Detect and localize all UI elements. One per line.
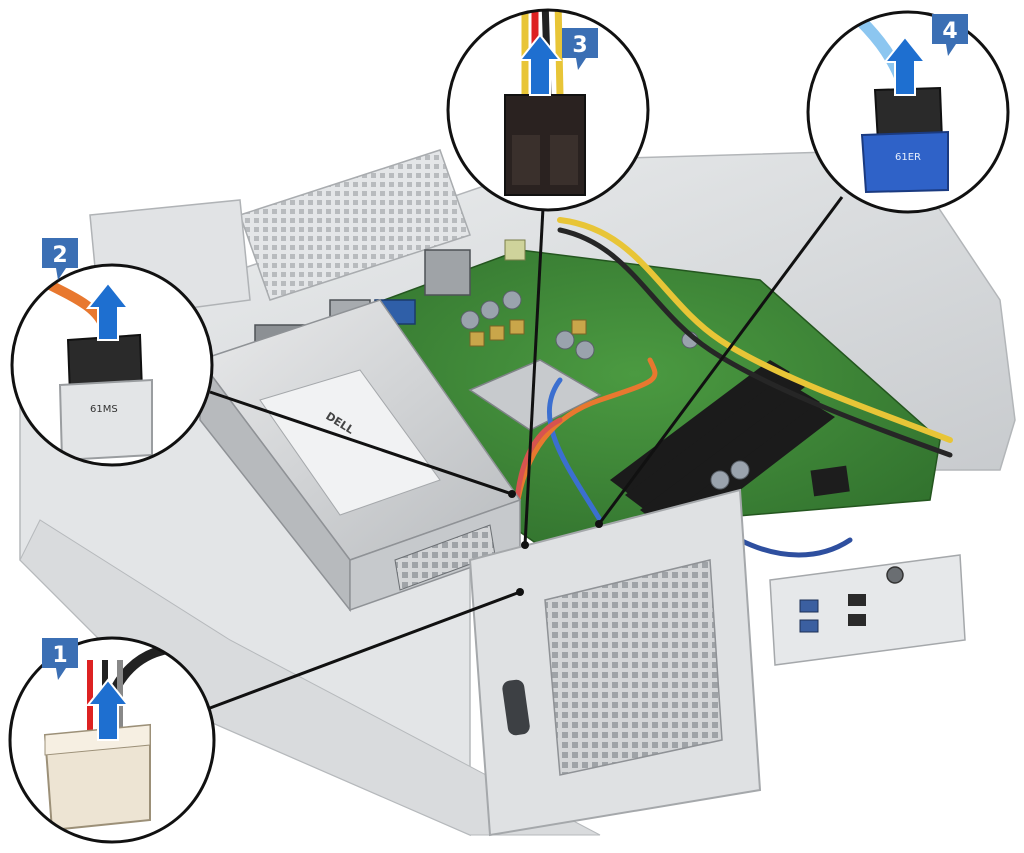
callout-1-ring <box>8 636 216 844</box>
psu-cable-black <box>557 227 953 458</box>
callout-1: 1 <box>8 636 216 844</box>
step-number-3: 3 <box>572 33 587 58</box>
capacitors-gold <box>469 319 587 347</box>
step-badge-2: 2 <box>42 238 78 280</box>
callout-2-ring <box>10 263 214 467</box>
arrow-up-icon <box>517 33 563 96</box>
arrow-up-icon <box>882 35 928 96</box>
callout-endpoints <box>508 490 603 596</box>
usb-ports <box>799 599 819 633</box>
callout-3-ring <box>446 8 650 212</box>
port-label-4: 61ER <box>895 152 921 163</box>
fan-grill <box>544 559 723 776</box>
chipset <box>810 465 850 497</box>
arrow-up-icon <box>85 281 131 341</box>
callout-2: 61MS 2 <box>10 238 214 467</box>
front-panel <box>468 488 762 837</box>
cables <box>512 217 953 563</box>
front-speaker-slot <box>502 679 530 736</box>
front-io-frame <box>769 554 966 666</box>
rear-mesh-bracket <box>239 149 471 301</box>
sata-port <box>58 378 153 462</box>
step-number-1: 1 <box>52 643 67 668</box>
leader-line-1 <box>209 590 521 710</box>
arrow-up-icon <box>85 678 131 741</box>
step-badge-1: 1 <box>42 638 78 680</box>
port-label-2: 61MS <box>90 404 118 415</box>
callout-3: 3 <box>446 8 650 212</box>
cpu-socket <box>468 359 602 431</box>
leader-line-2 <box>209 390 513 496</box>
usb-ports-black <box>848 594 866 626</box>
leader-line-4 <box>597 196 844 525</box>
callout-4-ring <box>806 10 1010 214</box>
sata-cable-blue <box>547 377 603 523</box>
step-badge-3: 3 <box>562 28 598 70</box>
psu-label <box>259 369 441 516</box>
fan-cable <box>737 537 853 558</box>
audio-jack <box>886 566 904 584</box>
step-number-2: 2 <box>52 243 67 268</box>
power-supply-unit: DELL <box>198 299 522 613</box>
sata-cable-orange <box>512 357 658 523</box>
psu-cable-yellow <box>557 217 953 443</box>
memory-slots <box>610 360 835 540</box>
callout-4: 61ER 4 <box>806 10 1010 214</box>
step-badge-4: 4 <box>932 14 968 56</box>
step-number-4: 4 <box>942 19 957 44</box>
leader-line-3 <box>523 207 545 546</box>
front-io-panel <box>769 554 966 666</box>
sata-port-blue <box>860 130 949 194</box>
callout-lines <box>209 196 844 710</box>
